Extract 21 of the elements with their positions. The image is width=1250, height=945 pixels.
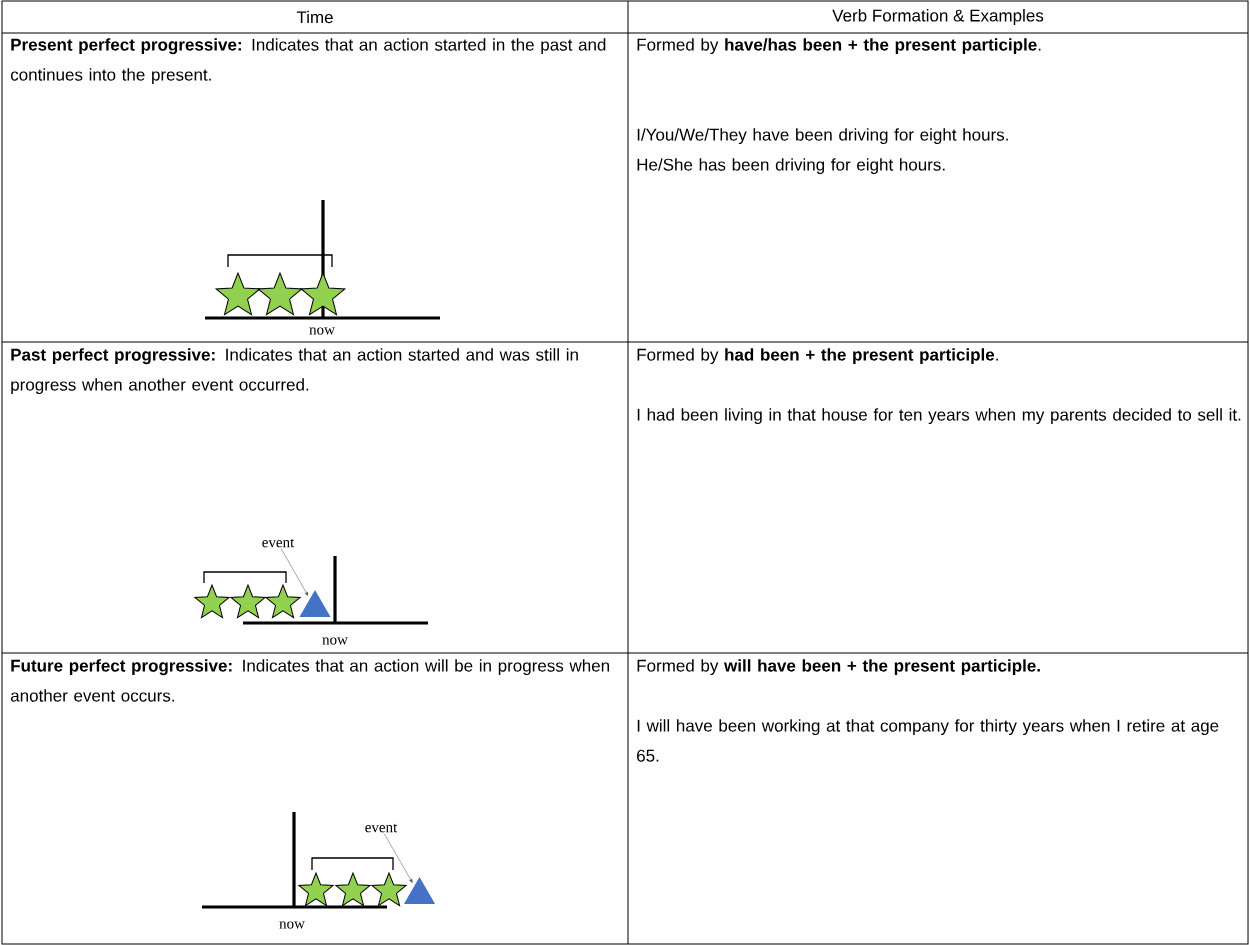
leader-arrow [280, 548, 309, 596]
now-label: now [279, 921, 305, 929]
example-sentence: I will have been working at that company for thirty years when I retire at age 65. [637, 719, 1219, 762]
example-sentence: I had been living in that house for ten years when my parents decided to sell it. [637, 408, 1241, 425]
formation-text: Formed by will have been + the present participle. [637, 659, 1040, 676]
description-text: Future perfect progressive: Indicates that an action will be in progress when another event occurs. [10, 659, 609, 702]
triangle-marker [299, 590, 331, 617]
description-text: Present perfect progressive: Indicates that an action started in the past and continues into the present. [10, 38, 606, 85]
leader-arrow [383, 833, 413, 883]
formation-text: Formed by have/has been + the present participle. [637, 38, 1041, 55]
now-label: now [322, 637, 348, 645]
now-label: now [309, 327, 335, 335]
formation-text: Formed by had been + the present participle. [637, 348, 998, 365]
event-label: event [262, 538, 295, 548]
event-label: event [365, 823, 398, 833]
description-text: Past perfect progressive: Indicates that an action started and was still in progress when another event occurred. [11, 348, 578, 395]
column-header: Verb Formation & Examples [832, 9, 1044, 25]
column-header: Time [296, 10, 333, 24]
triangle-marker [403, 877, 436, 904]
example-sentence: I/You/We/They have been driving for eight hours. [637, 128, 1008, 145]
example-sentence: He/She has been driving for eight hours. [637, 158, 945, 175]
